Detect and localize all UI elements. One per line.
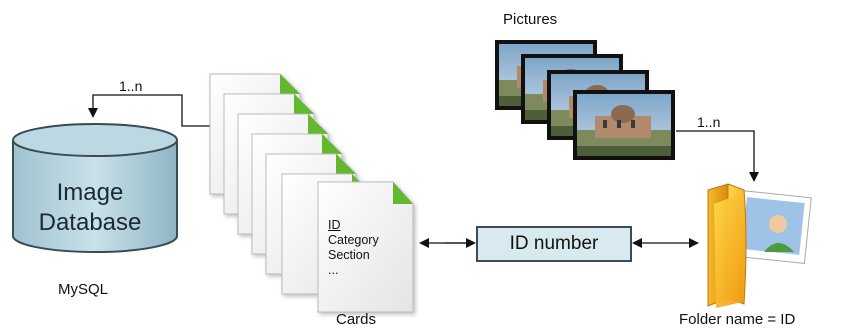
pictures-stack [495, 40, 675, 160]
database-cylinder-icon [12, 123, 178, 253]
cards-caption: Cards [336, 311, 377, 328]
folder-icon [707, 183, 812, 308]
cards-to-database-arrow [88, 94, 210, 127]
database-label: Image Database [14, 178, 166, 238]
cards-to-db-multiplicity: 1..n [119, 78, 143, 94]
card-field-section: Section [328, 248, 370, 262]
database-line2: Database [38, 209, 142, 236]
card-field-id: ID [328, 218, 341, 232]
card-field-category: Category [328, 233, 379, 247]
pictures-caption: Pictures [503, 11, 558, 28]
picture-4 [573, 90, 675, 160]
database-caption: MySQL [58, 281, 109, 298]
card-fields: ID Category Section ... [328, 218, 379, 278]
card-field-more: ... [328, 263, 339, 277]
pictures-to-folder-multiplicity: 1..n [697, 114, 721, 130]
id-number-label: ID number [509, 233, 599, 254]
folder-caption: Folder name = ID [679, 311, 796, 328]
id-number-box: ID number [476, 226, 632, 262]
cards-stack [209, 73, 414, 313]
database-line1: Image [56, 179, 124, 206]
pictures-to-folder-arrow [676, 130, 759, 182]
